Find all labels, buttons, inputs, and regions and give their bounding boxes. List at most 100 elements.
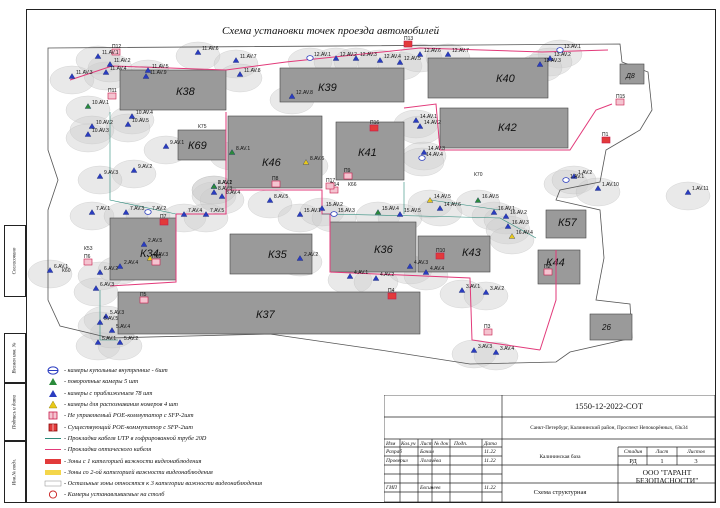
zoom-camera-icon[interactable]: [124, 121, 132, 127]
unmanaged-switch-icon[interactable]: [151, 258, 161, 266]
zoom-camera-icon[interactable]: [346, 273, 354, 279]
zoom-camera-icon[interactable]: [128, 113, 136, 119]
unmanaged-switch-icon[interactable]: [325, 182, 335, 190]
zoom-camera-icon[interactable]: [490, 209, 498, 215]
zoom-camera-icon[interactable]: [116, 263, 124, 269]
existing-switch-icon[interactable]: [435, 252, 445, 260]
zoom-camera-icon[interactable]: [296, 255, 304, 261]
existing-switch-icon[interactable]: [159, 218, 169, 226]
zoom-camera-icon[interactable]: [396, 211, 404, 217]
zoom-camera-icon[interactable]: [162, 143, 170, 149]
camera-label: 12.AV.5: [404, 56, 421, 62]
zoom-camera-icon[interactable]: [96, 173, 104, 179]
existing-switch-icon[interactable]: [403, 40, 413, 48]
zoom-camera-icon[interactable]: [412, 117, 420, 123]
zoom-camera-icon[interactable]: [594, 185, 602, 191]
dome-camera-icon[interactable]: [562, 177, 570, 183]
zoom-camera-icon[interactable]: [96, 269, 104, 275]
plate-camera-icon[interactable]: [508, 233, 516, 239]
existing-switch-icon[interactable]: [601, 136, 611, 144]
zoom-camera-icon[interactable]: [504, 223, 512, 229]
zoom-camera-icon[interactable]: [140, 241, 148, 247]
zoom-camera-icon[interactable]: [84, 131, 92, 137]
zoom-camera-icon[interactable]: [106, 61, 114, 67]
zoom-camera-icon[interactable]: [416, 51, 424, 57]
zoom-camera-icon[interactable]: [546, 55, 554, 61]
zoom-camera-icon[interactable]: [210, 189, 218, 195]
zoom-camera-icon[interactable]: [684, 189, 692, 195]
plate-camera-icon[interactable]: [146, 255, 154, 261]
zoom-camera-icon[interactable]: [502, 213, 510, 219]
zoom-camera-icon[interactable]: [46, 267, 54, 273]
building-k57: [545, 209, 587, 239]
zoom-camera-icon[interactable]: [218, 193, 226, 199]
zoom-camera-icon[interactable]: [570, 173, 578, 179]
zoom-camera-icon[interactable]: [422, 269, 430, 275]
zoom-camera-icon[interactable]: [376, 57, 384, 63]
dome-camera-icon[interactable]: [556, 47, 564, 53]
zoom-camera-icon[interactable]: [396, 59, 404, 65]
zoom-camera-icon[interactable]: [266, 197, 274, 203]
zoom-camera-icon[interactable]: [536, 61, 544, 67]
zoom-camera-icon[interactable]: [142, 73, 150, 79]
zoom-camera-icon[interactable]: [180, 211, 188, 217]
zoom-camera-icon[interactable]: [96, 319, 104, 325]
zoom-camera-icon[interactable]: [482, 289, 490, 295]
zoom-camera-icon[interactable]: [108, 327, 116, 333]
existing-switch-icon[interactable]: [369, 124, 379, 132]
zoom-camera-icon[interactable]: [194, 49, 202, 55]
unmanaged-switch-icon[interactable]: [83, 258, 93, 266]
unmanaged-switch-icon[interactable]: [271, 180, 281, 188]
zoom-camera-icon[interactable]: [102, 313, 110, 319]
zoom-camera-icon[interactable]: [102, 69, 110, 75]
unmanaged-switch-icon[interactable]: [111, 48, 121, 56]
zoom-camera-icon[interactable]: [88, 209, 96, 215]
camera-label: 15.AV.4: [382, 206, 399, 212]
unmanaged-switch-icon[interactable]: [107, 92, 117, 100]
zoom-camera-icon[interactable]: [144, 67, 152, 73]
zoom-camera-icon[interactable]: [406, 263, 414, 269]
zoom-camera-icon[interactable]: [372, 275, 380, 281]
ptz-camera-icon[interactable]: [374, 209, 382, 215]
dome-camera-icon[interactable]: [330, 211, 338, 217]
zoom-camera-icon[interactable]: [130, 167, 138, 173]
plate-camera-icon[interactable]: [302, 159, 310, 165]
zoom-camera-icon[interactable]: [116, 339, 124, 345]
dome-camera-icon[interactable]: [306, 55, 314, 61]
zoom-camera-icon[interactable]: [470, 347, 478, 353]
unmanaged-switch-icon[interactable]: [543, 268, 553, 276]
camera-label: 3.AV.1: [466, 284, 480, 290]
plate-camera-icon[interactable]: [426, 197, 434, 203]
zoom-camera-icon[interactable]: [352, 55, 360, 61]
zoom-camera-icon[interactable]: [68, 73, 76, 79]
zoom-camera-icon[interactable]: [420, 149, 428, 155]
dome-camera-icon[interactable]: [144, 209, 152, 215]
ptz-camera-icon[interactable]: [84, 103, 92, 109]
zoom-camera-icon[interactable]: [94, 339, 102, 345]
unmanaged-switch-icon[interactable]: [483, 328, 493, 336]
zoom-camera-icon[interactable]: [436, 205, 444, 211]
unmanaged-switch-icon[interactable]: [615, 98, 625, 106]
zoom-camera-icon[interactable]: [288, 93, 296, 99]
zoom-camera-icon[interactable]: [416, 123, 424, 129]
unmanaged-switch-icon[interactable]: [139, 296, 149, 304]
zoom-camera-icon[interactable]: [492, 349, 500, 355]
unmanaged-switch-icon[interactable]: [343, 172, 353, 180]
zoom-camera-icon[interactable]: [332, 55, 340, 61]
zoom-camera-icon[interactable]: [232, 57, 240, 63]
zoom-camera-icon[interactable]: [318, 205, 326, 211]
dome-camera-icon[interactable]: [418, 155, 426, 161]
ptz-camera-icon[interactable]: [474, 197, 482, 203]
zoom-camera-icon[interactable]: [88, 123, 96, 129]
zoom-camera-icon[interactable]: [444, 51, 452, 57]
zoom-camera-icon[interactable]: [92, 285, 100, 291]
zoom-camera-icon[interactable]: [202, 211, 210, 217]
ptz-camera-icon[interactable]: [210, 183, 218, 189]
zoom-camera-icon[interactable]: [458, 287, 466, 293]
zoom-camera-icon[interactable]: [122, 209, 130, 215]
zoom-camera-icon[interactable]: [236, 71, 244, 77]
zoom-camera-icon[interactable]: [94, 53, 102, 59]
zoom-camera-icon[interactable]: [296, 211, 304, 217]
ptz-camera-icon[interactable]: [228, 149, 236, 155]
existing-switch-icon[interactable]: [387, 292, 397, 300]
